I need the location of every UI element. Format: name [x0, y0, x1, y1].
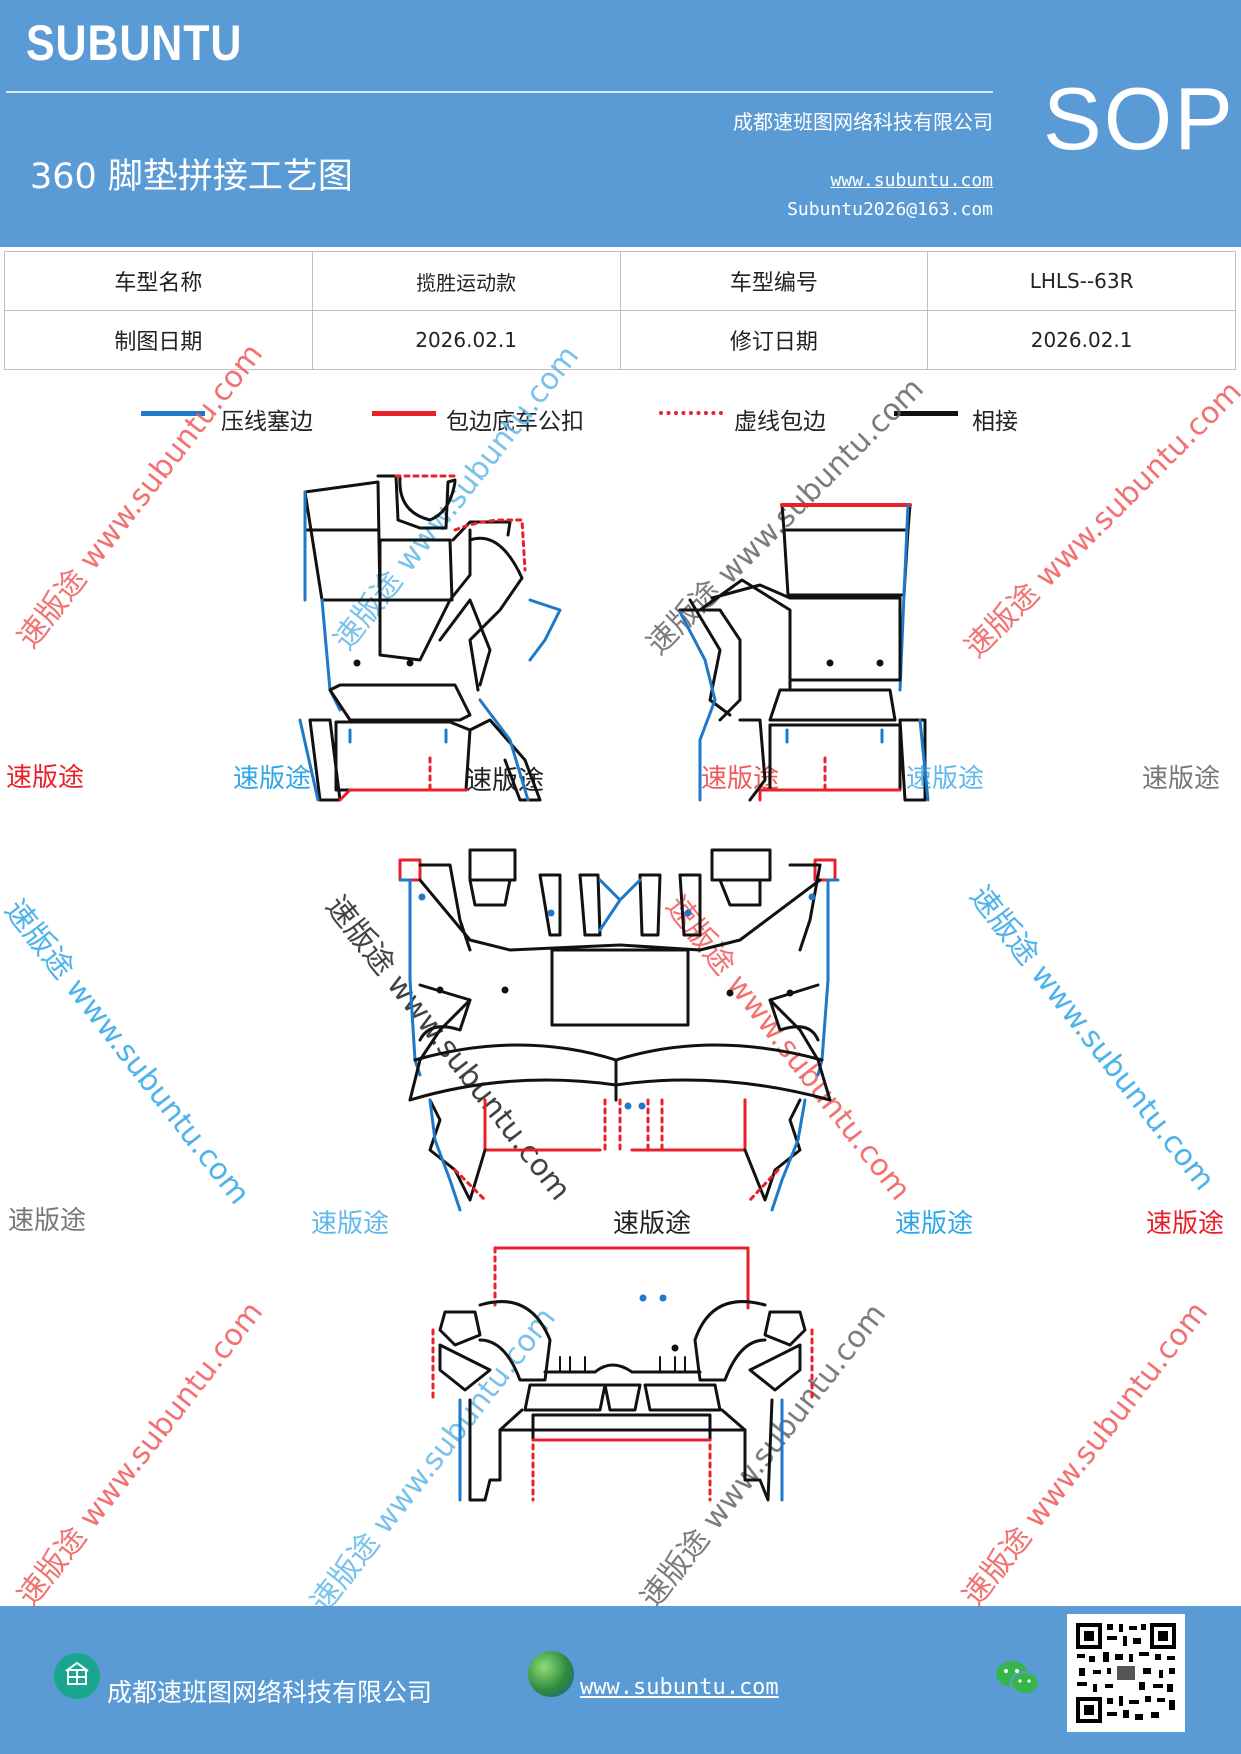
right-front-mat-pattern — [678, 503, 930, 802]
footer-company-name: 成都速班图网络科技有限公司 — [107, 1678, 433, 1707]
document-title: 360 脚垫拼接工艺图 — [30, 157, 353, 197]
table-cell-label: 车型编号 — [619, 251, 929, 311]
vehicle-info-table: 车型名称 揽胜运动款 车型编号 LHLS--63R 制图日期 2026.02.1… — [4, 251, 1236, 370]
brand-logo: SUBUNTU — [26, 15, 243, 71]
table-cell-value: 2026.02.1 — [927, 310, 1236, 370]
left-front-mat-pattern — [298, 474, 562, 802]
table-cell-label: 修订日期 — [619, 310, 929, 370]
wechat-icon[interactable] — [994, 1658, 1042, 1704]
table-cell-label: 车型名称 — [4, 251, 313, 311]
sop-label: SOP — [1043, 69, 1235, 168]
table-cell-value: LHLS--63R — [927, 251, 1236, 311]
table-cell-value: 揽胜运动款 — [311, 251, 621, 311]
legend-swatch — [372, 411, 436, 416]
footer-banner: 成都速班图网络科技有限公司 www.subuntu.com — [0, 1606, 1241, 1754]
legend-label: 相接 — [972, 409, 1018, 435]
legend-swatch — [659, 411, 723, 415]
website-link[interactable]: www.subuntu.com — [830, 170, 993, 191]
email-address: Subuntu2026@163.com — [787, 199, 993, 220]
table-cell-value: 2026.02.1 — [311, 310, 621, 370]
qr-code — [1067, 1614, 1185, 1732]
legend-swatch — [894, 411, 958, 416]
legend-label: 压线塞边 — [221, 409, 313, 435]
legend-swatch — [141, 411, 205, 416]
company-icon — [54, 1653, 100, 1699]
table-cell-label: 制图日期 — [4, 310, 313, 370]
legend-label: 包边底车公扣 — [446, 409, 584, 435]
footer-website-link[interactable]: www.subuntu.com — [580, 1675, 779, 1700]
globe-icon — [528, 1651, 574, 1697]
legend-label: 虚线包边 — [734, 409, 826, 435]
company-name: 成都速班图网络科技有限公司 — [733, 110, 993, 134]
second-row-mat-pattern — [398, 848, 840, 1212]
trunk-mat-pattern — [431, 1246, 814, 1502]
table-row: 制图日期 2026.02.1 修订日期 2026.02.1 — [4, 310, 1236, 370]
header-banner: SUBUNTU 成都速班图网络科技有限公司 360 脚垫拼接工艺图 www.su… — [0, 0, 1241, 247]
floor-mat-diagram — [298, 474, 930, 1502]
table-row: 车型名称 揽胜运动款 车型编号 LHLS--63R — [4, 251, 1236, 311]
header-divider — [6, 91, 993, 93]
